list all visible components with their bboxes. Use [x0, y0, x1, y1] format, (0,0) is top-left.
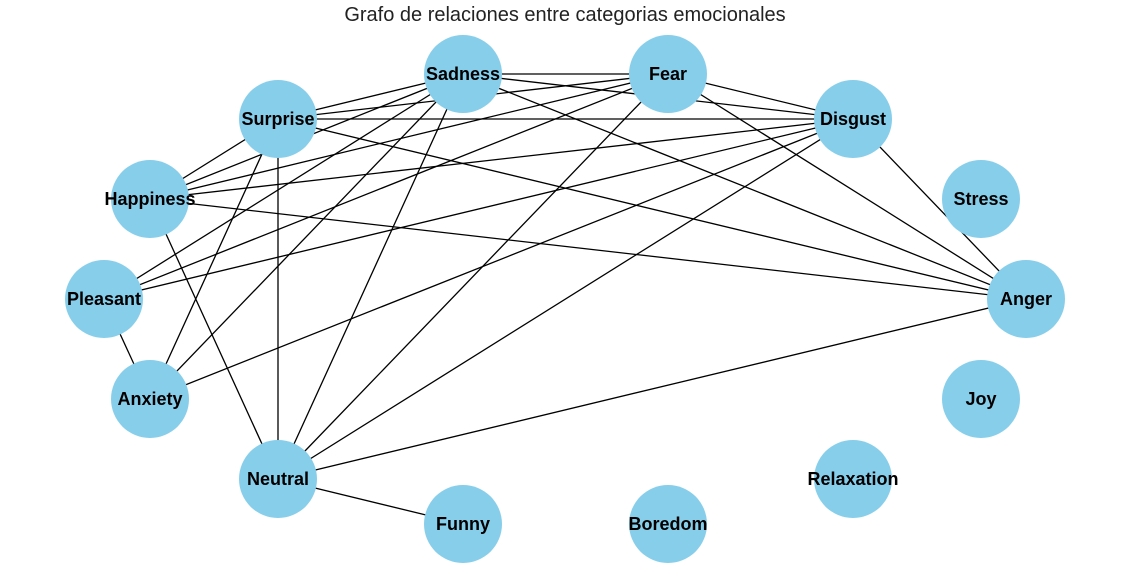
node-circle-joy: [942, 360, 1020, 438]
node-circle-fear: [629, 35, 707, 113]
node-circle-sadness: [424, 35, 502, 113]
edge-sadness-neutral: [277, 73, 464, 480]
edge-fear-pleasant: [103, 73, 669, 300]
node-circle-disgust: [814, 80, 892, 158]
node-label-funny: Funny: [436, 514, 490, 534]
node-anxiety: Anxiety: [111, 360, 189, 438]
node-stress: Stress: [942, 160, 1020, 238]
node-circle-relaxation: [814, 440, 892, 518]
node-circle-neutral: [239, 440, 317, 518]
node-label-fear: Fear: [649, 64, 687, 84]
edge-disgust-anger: [852, 118, 1027, 300]
node-circle-happiness: [111, 160, 189, 238]
edge-surprise-anxiety: [149, 118, 279, 400]
node-label-relaxation: Relaxation: [807, 469, 898, 489]
node-circle-boredom: [629, 485, 707, 563]
node-anger: Anger: [987, 260, 1065, 338]
node-label-pleasant: Pleasant: [67, 289, 141, 309]
edge-surprise-anger: [277, 118, 1027, 300]
edge-fear-happiness: [149, 73, 669, 200]
node-circle-anger: [987, 260, 1065, 338]
node-boredom: Boredom: [628, 485, 708, 563]
node-relaxation: Relaxation: [807, 440, 899, 518]
node-surprise: Surprise: [239, 80, 317, 158]
edges-layer: [103, 73, 1027, 525]
node-happiness: Happiness: [104, 160, 196, 238]
node-label-neutral: Neutral: [247, 469, 309, 489]
node-joy: Joy: [942, 360, 1020, 438]
edge-fear-anger: [667, 73, 1027, 300]
edge-disgust-neutral: [277, 118, 854, 480]
node-label-sadness: Sadness: [426, 64, 500, 84]
node-label-disgust: Disgust: [820, 109, 886, 129]
node-neutral: Neutral: [239, 440, 317, 518]
node-circle-anxiety: [111, 360, 189, 438]
node-fear: Fear: [629, 35, 707, 113]
edge-sadness-anxiety: [149, 73, 464, 400]
node-label-anger: Anger: [1000, 289, 1052, 309]
node-circle-stress: [942, 160, 1020, 238]
node-label-happiness: Happiness: [104, 189, 195, 209]
node-label-surprise: Surprise: [241, 109, 314, 129]
node-circle-funny: [424, 485, 502, 563]
edge-disgust-pleasant: [103, 118, 854, 300]
node-disgust: Disgust: [814, 80, 892, 158]
graph-title: Grafo de relaciones entre categorias emo…: [344, 4, 786, 26]
node-pleasant: Pleasant: [65, 260, 143, 338]
node-label-stress: Stress: [953, 189, 1008, 209]
edge-disgust-anxiety: [149, 118, 854, 400]
edge-happiness-neutral: [149, 198, 279, 480]
node-label-joy: Joy: [965, 389, 996, 409]
edge-happiness-anger: [149, 198, 1027, 300]
edge-fear-neutral: [277, 73, 669, 480]
edge-anger-neutral: [277, 298, 1027, 480]
node-circle-surprise: [239, 80, 317, 158]
node-label-anxiety: Anxiety: [117, 389, 182, 409]
edge-disgust-happiness: [149, 118, 854, 200]
node-funny: Funny: [424, 485, 502, 563]
node-label-boredom: Boredom: [628, 514, 707, 534]
edge-sadness-pleasant: [103, 73, 464, 300]
node-circle-pleasant: [65, 260, 143, 338]
node-sadness: Sadness: [424, 35, 502, 113]
